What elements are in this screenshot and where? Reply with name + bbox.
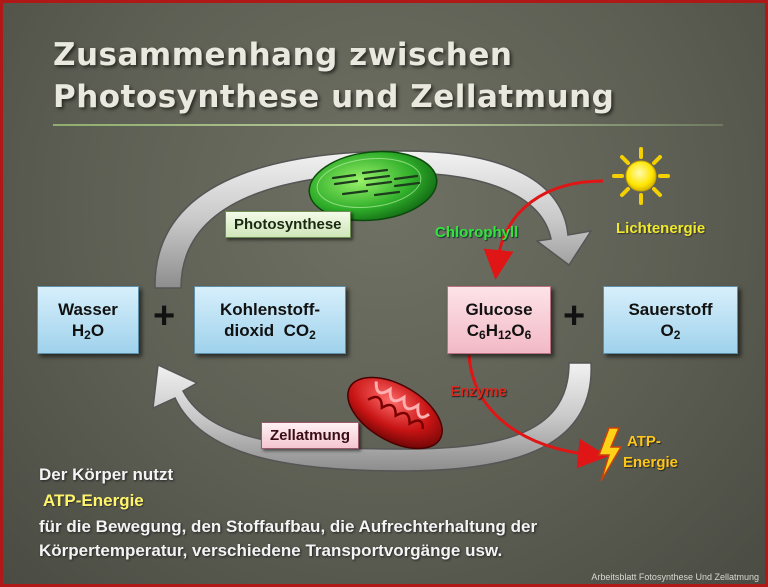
- kohlendioxid-label-line2: dioxid CO2: [224, 321, 316, 342]
- top-cycle-arrow: [154, 150, 593, 289]
- atp-arrow: [467, 354, 608, 469]
- kohlendioxid-label-line1: Kohlenstoff-: [219, 300, 321, 319]
- chloroplast-icon: [308, 150, 438, 222]
- wasser-box: Wasser H2O: [37, 286, 139, 354]
- atp-energie-label-line1: ATP-: [627, 433, 661, 450]
- photosynthese-label: Photosynthese: [225, 211, 351, 238]
- glucose-box: Glucose C6H12O6: [447, 286, 551, 354]
- sun-icon: [612, 147, 670, 205]
- sauerstoff-formula: O2: [660, 321, 681, 342]
- wasser-formula: H2O: [71, 321, 105, 342]
- kohlendioxid-box: Kohlenstoff- dioxid CO2: [194, 286, 346, 354]
- mitochondrion-icon: [347, 376, 443, 450]
- image-caption: Arbeitsblatt Fotosynthese Und Zellatmung: [591, 572, 759, 582]
- title-line-2: Photosynthese und Zellatmung: [53, 79, 615, 115]
- plus-sign-right: +: [563, 295, 586, 337]
- body-line-3: für die Bewegung, den Stoffaufbau, die A…: [39, 517, 538, 536]
- plus-sign-left: +: [153, 295, 176, 337]
- zellatmung-label: Zellatmung: [261, 422, 360, 449]
- lichtenergie-label: Lichtenergie: [616, 220, 706, 237]
- body-line-1: Der Körper nutzt: [39, 465, 174, 484]
- light-arrow: [483, 179, 604, 280]
- enzyme-label: Enzyme: [450, 383, 507, 400]
- glucose-label: Glucose: [465, 300, 533, 319]
- glucose-formula: C6H12O6: [466, 321, 532, 342]
- atp-energie-highlight: ATP-Energie: [43, 491, 144, 510]
- atp-energie-label-line2: Energie: [623, 454, 679, 471]
- title-divider: [53, 124, 723, 126]
- sauerstoff-label: Sauerstoff: [628, 300, 713, 319]
- title-line-1: Zusammenhang zwischen: [53, 37, 513, 73]
- body-line-4: Körpertemperatur, verschiedene Transport…: [39, 541, 503, 560]
- wasser-label: Wasser: [58, 300, 118, 319]
- lightning-icon: [597, 427, 623, 482]
- sauerstoff-box: Sauerstoff O2: [603, 286, 738, 354]
- chlorophyll-label: Chlorophyll: [435, 224, 519, 241]
